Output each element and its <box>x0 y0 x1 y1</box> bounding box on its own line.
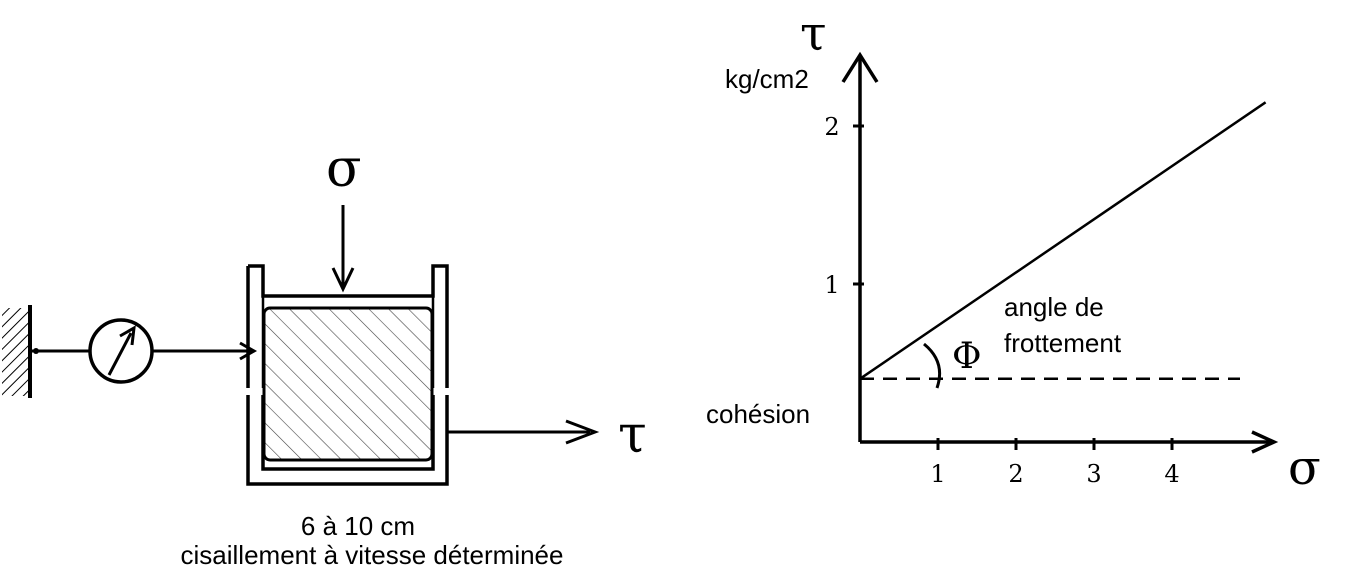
friction-angle-arc <box>923 342 942 389</box>
friction-label-line1: angle de <box>1004 292 1104 322</box>
y-tick-label-2: 2 <box>824 113 839 141</box>
y-axis-unit: kg/cm2 <box>725 64 809 94</box>
gauge-needle-arrowhead <box>119 325 136 346</box>
gauge-rod-arrowhead <box>239 341 258 361</box>
failure-envelope-line <box>859 101 1267 380</box>
soil-sample <box>262 306 434 462</box>
phi-symbol: Φ <box>952 336 982 377</box>
cohesion-label: cohésion <box>706 399 810 429</box>
y-axis-arrowhead <box>841 51 879 83</box>
chart-marks: 1 2 3 4 1 2 <box>824 101 1267 488</box>
shear-force-arrowhead <box>565 419 600 445</box>
sample-size-label: 6 à 10 cm <box>301 511 415 541</box>
connection-dot <box>33 348 39 354</box>
x-axis-arrowhead <box>1251 430 1279 454</box>
apparatus-caption: cisaillement à vitesse déterminée <box>181 540 564 570</box>
x-tick-label-4: 4 <box>1164 460 1179 488</box>
gauge-needle <box>107 332 133 376</box>
x-tick-label-1: 1 <box>930 460 945 488</box>
y-axis-tau-symbol: τ <box>800 6 827 62</box>
x-tick-label-3: 3 <box>1086 460 1101 488</box>
x-tick-label-2: 2 <box>1008 460 1023 488</box>
tau-force-symbol: τ <box>618 405 647 465</box>
sigma-load-symbol: σ <box>326 139 362 199</box>
normal-load-arrowhead <box>331 267 355 293</box>
shear-box-apparatus: σ τ 6 à 10 cm cisaillement à vitesse dét… <box>2 139 647 570</box>
x-axis-sigma-symbol: σ <box>1288 440 1321 496</box>
friction-label-line2: frottement <box>1004 328 1122 358</box>
fixed-wall <box>2 308 28 396</box>
y-tick-label-1: 1 <box>824 271 839 299</box>
